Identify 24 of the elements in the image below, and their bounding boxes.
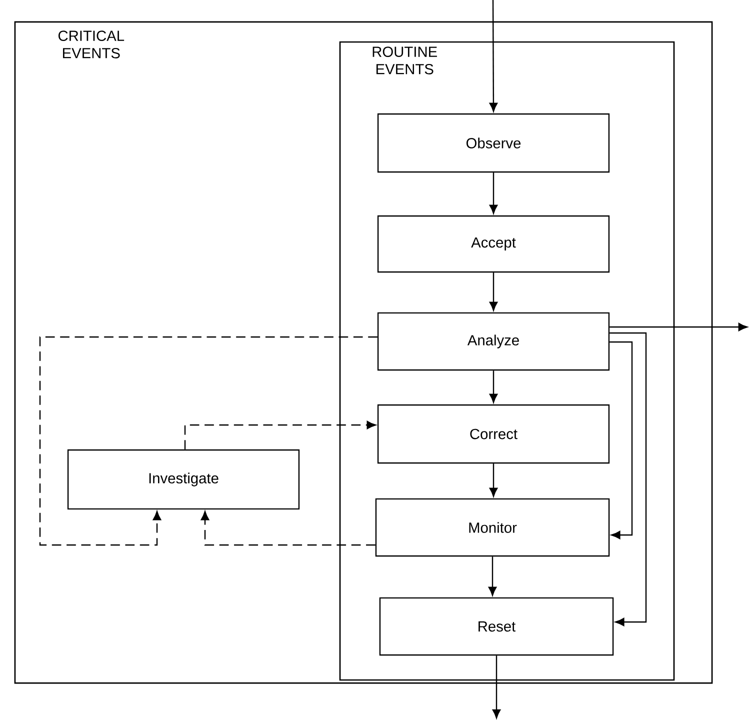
arrow <box>489 272 498 311</box>
arrow <box>610 322 748 332</box>
process-box: Reset <box>379 597 614 656</box>
arrow <box>488 556 497 596</box>
arrow <box>184 420 376 450</box>
arrow <box>492 656 501 718</box>
process-box: Analyze <box>377 312 610 371</box>
group-frame <box>14 21 713 684</box>
arrow <box>489 464 498 497</box>
arrow <box>200 511 376 546</box>
arrow <box>489 172 498 214</box>
arrow <box>489 0 498 112</box>
arrow <box>489 370 498 403</box>
group-heading: CRITICAL EVENTS <box>58 30 124 58</box>
process-box: Accept <box>377 215 610 273</box>
arrow <box>610 332 647 626</box>
process-box: Correct <box>377 404 610 464</box>
group-frame <box>339 41 675 681</box>
process-box: Monitor <box>375 498 610 557</box>
group-heading: ROUTINE EVENTS <box>372 46 437 74</box>
process-box: Observe <box>377 113 610 173</box>
arrow <box>610 341 633 540</box>
arrow <box>39 336 378 546</box>
process-box: Investigate <box>67 449 300 510</box>
